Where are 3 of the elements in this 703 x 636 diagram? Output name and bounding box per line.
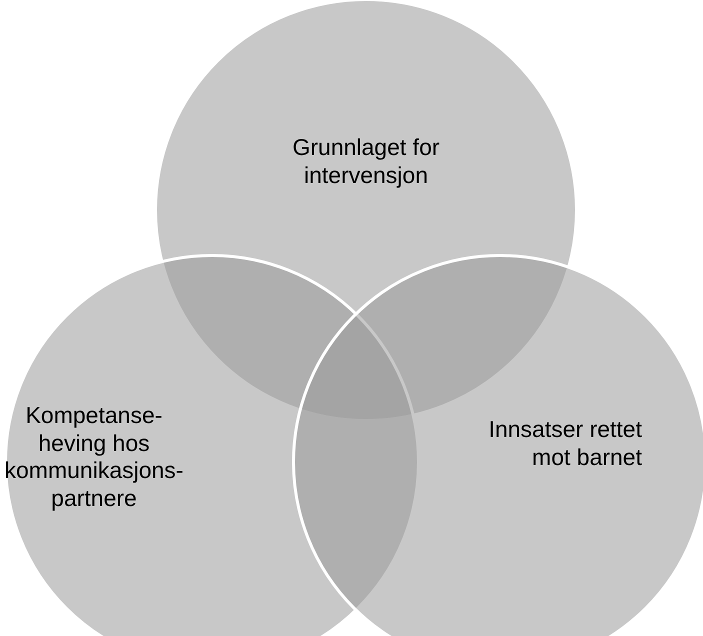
circle-label: Innsatser rettet mot barnet [488, 416, 642, 472]
circle-label: Grunnlaget for intervensjon [291, 134, 441, 190]
circle-label: Kompetanse-heving hos kommunikasjons-partnere [4, 402, 184, 512]
